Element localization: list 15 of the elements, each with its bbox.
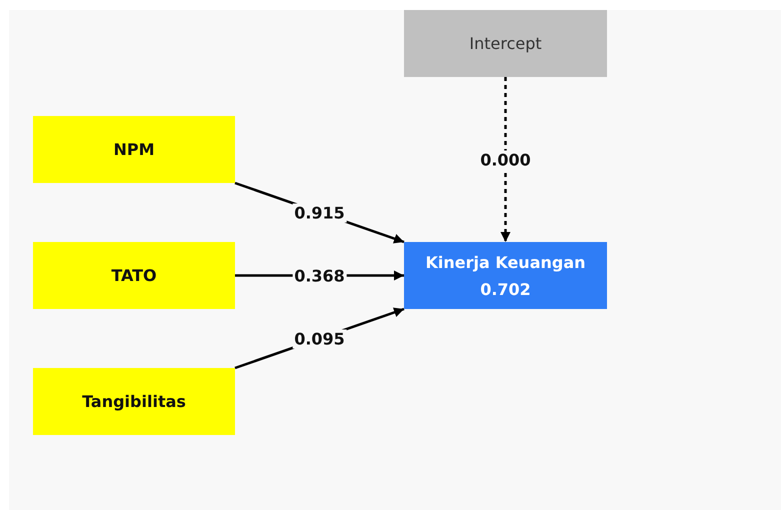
indicator-box [33, 242, 235, 309]
indicator-box [33, 116, 235, 183]
node-value: 0.702 [480, 280, 531, 298]
construct-box [404, 242, 607, 309]
node-label: TATO [111, 266, 157, 285]
node-label: Kinerja Keuangan [425, 252, 586, 272]
edge-label: 0.095 [292, 329, 347, 348]
edge-label: 0.000 [478, 150, 533, 169]
node-label: Intercept [469, 34, 542, 53]
node-label: Tangibilitas [82, 392, 186, 411]
edge-label: 0.915 [292, 203, 347, 222]
arrow [500, 77, 510, 242]
indicator-box [33, 368, 235, 435]
node-label: NPM [113, 140, 155, 159]
intercept-box [404, 10, 607, 77]
